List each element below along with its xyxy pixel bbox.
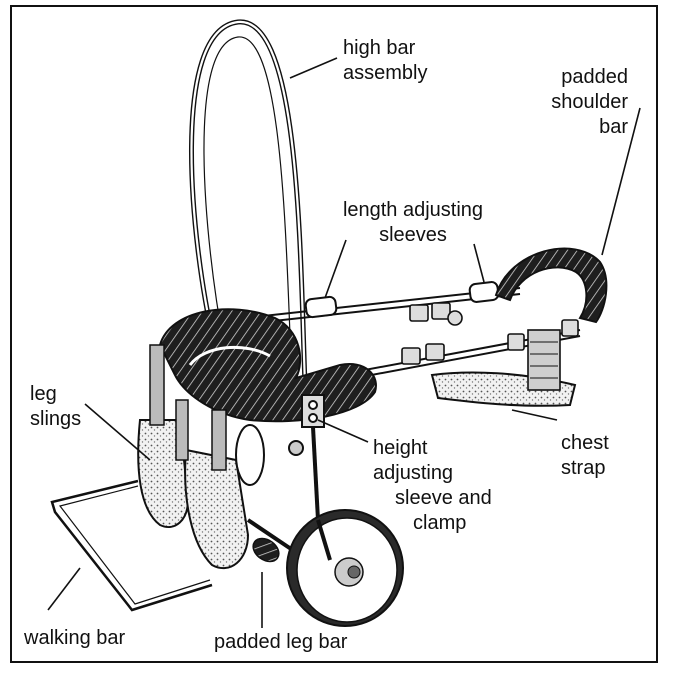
main-wheel	[286, 509, 404, 627]
label-line: adjusting	[373, 462, 454, 484]
loop-highlight	[188, 345, 271, 366]
leader-lines	[47, 57, 641, 628]
label-walking-bar: walking bar	[24, 626, 125, 651]
label-leg-slings: leg slings	[30, 382, 81, 432]
padded-shoulder-bar	[494, 247, 608, 324]
rail-clamps	[401, 302, 579, 365]
leg-sling-right	[175, 399, 250, 570]
label-line: sleeve and	[395, 487, 492, 509]
label-line: slings	[30, 408, 82, 430]
label-padded-leg-bar: padded leg bar	[214, 630, 347, 655]
walking-bar	[50, 479, 213, 612]
label-line: chest	[561, 432, 609, 454]
label-line: shoulder	[551, 91, 628, 113]
label-chest-strap: chest strap	[561, 431, 609, 481]
label-line: leg	[30, 383, 57, 405]
label-line: assembly	[343, 62, 428, 84]
label-line: walking bar	[24, 627, 126, 649]
label-line: padded	[561, 66, 628, 88]
height-adjusting-clamp	[288, 394, 325, 521]
label-line: height	[373, 437, 428, 459]
label-height-adjusting: height adjusting sleeve and clamp	[373, 436, 492, 536]
label-line: strap	[561, 457, 606, 479]
padded-leg-bar	[246, 518, 302, 563]
label-line: padded leg bar	[214, 631, 348, 653]
diagram-border	[10, 5, 658, 663]
label-padded-shoulder-bar: padded shoulder bar	[520, 65, 628, 140]
label-length-adjusting-sleeves: length adjusting sleeves	[326, 198, 500, 248]
high-bar-assembly	[189, 19, 308, 386]
label-line: sleeves	[379, 224, 447, 246]
label-high-bar-assembly: high bar assembly	[343, 36, 427, 86]
label-line: high bar	[343, 37, 416, 59]
label-line: length adjusting	[342, 199, 484, 221]
length-adjusting-sleeves	[304, 281, 500, 319]
label-line: bar	[599, 116, 628, 138]
padded-body-loop	[158, 308, 377, 423]
small-wheel	[235, 424, 265, 486]
label-line: clamp	[413, 512, 467, 534]
chest-strap-shape	[430, 329, 577, 407]
